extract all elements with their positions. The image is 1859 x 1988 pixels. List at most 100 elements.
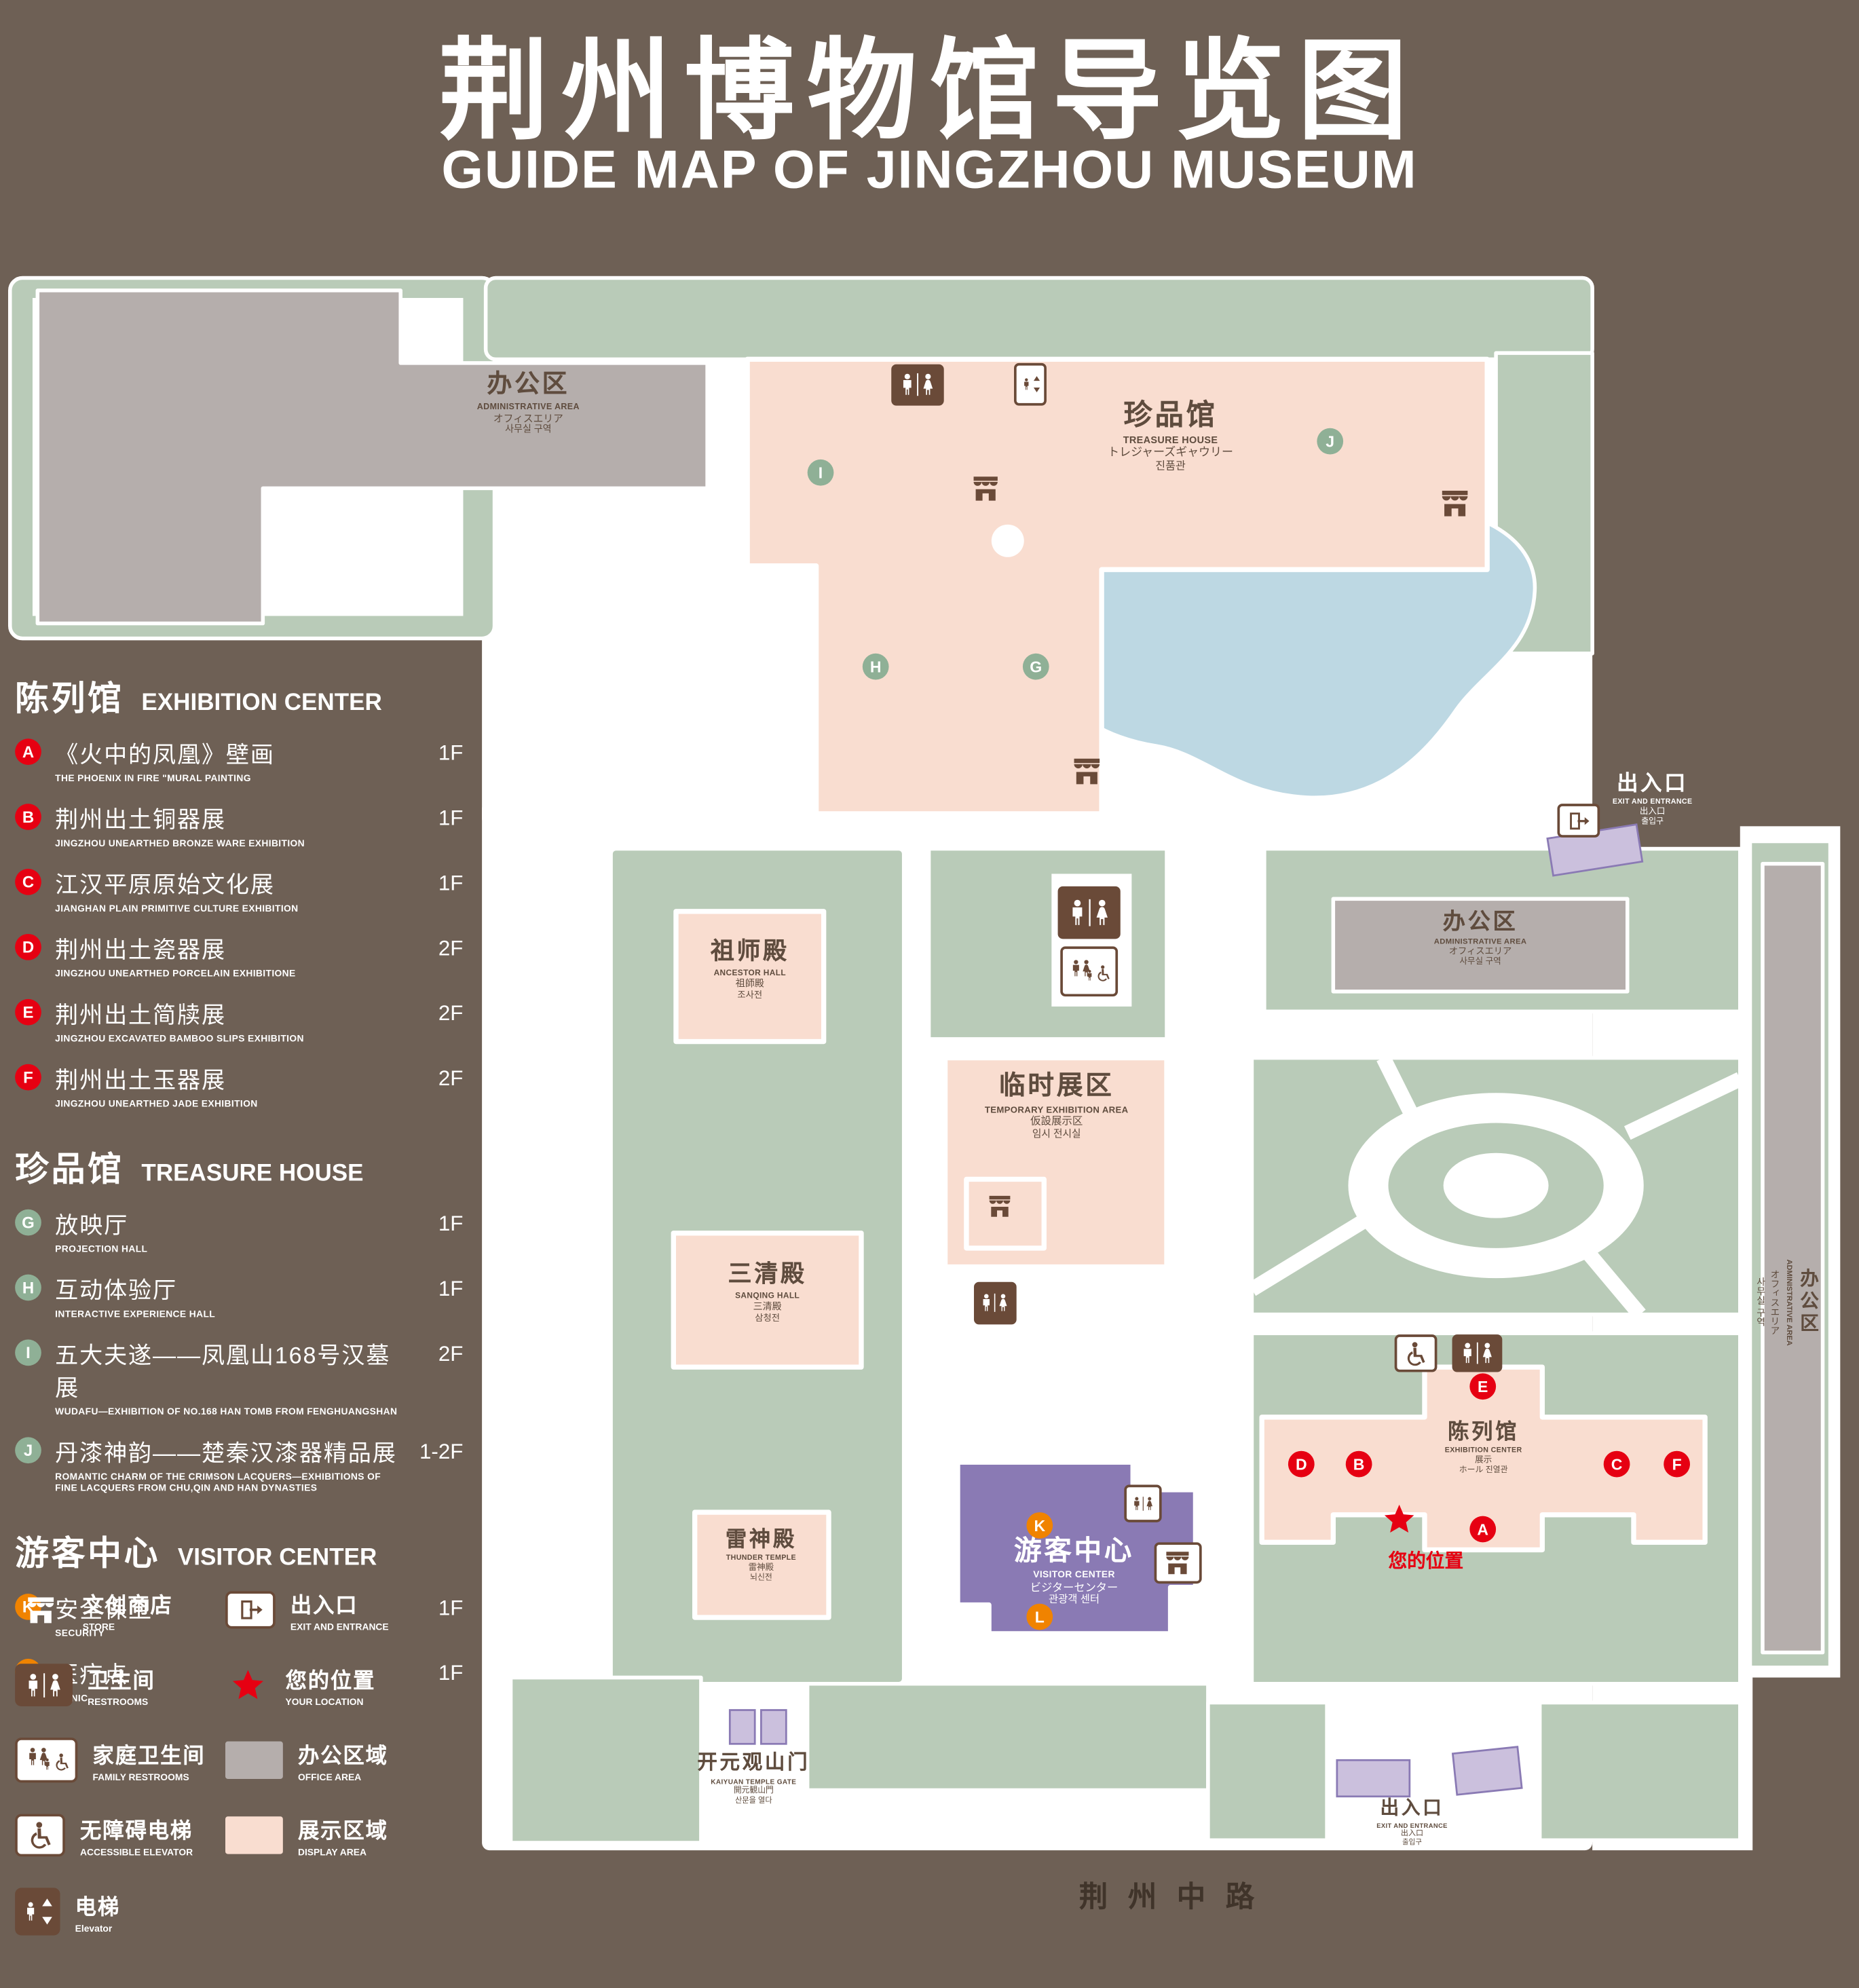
legend-item-zh: 江汉平原原始文化展 [55,871,275,898]
legend-item-zh: 放映厅 [55,1212,129,1239]
legend-letter-badge: F [15,1064,41,1091]
exit-icon [1557,804,1600,838]
legend-item-d: D 荆州出土瓷器展 JINGZHOU UNEARTHED PORCELAIN E… [15,933,483,979]
legend-item-floor: 1F [438,1212,464,1236]
restroom-icon [15,1664,73,1706]
map-marker-b: B [1345,1450,1372,1478]
your-location-star-icon [1380,1500,1420,1540]
map-marker-h: H [862,653,889,680]
restroom-icon [891,364,944,406]
restroom-icon [1057,886,1121,939]
building-sanqing-hall [671,1231,864,1370]
display-area-swatch [225,1816,283,1854]
legend-item-i: I 五大夫遂——凤凰山168号汉墓展 WUDAFU—EXHIBITION OF … [15,1338,483,1417]
legend: 陈列馆 EXHIBITION CENTER A 《火中的凤凰》壁画 THE PH… [15,671,483,1723]
legend-section-exhibition-center: 陈列馆 EXHIBITION CENTER [15,671,483,720]
map-marker-d: D [1288,1450,1315,1478]
treasure-fountain [991,524,1024,557]
legend-item-c: C 江汉平原原始文化展 JIANGHAN PLAIN PRIMITIVE CUL… [15,867,483,914]
legend-item-zh: 荆州出土铜器展 [55,806,226,833]
legend-item-a: A 《火中的凤凰》壁画 THE PHOENIX IN FIRE "MURAL P… [15,737,483,784]
exit-icon [225,1591,276,1629]
legend-item-floor: 1-2F [419,1440,464,1464]
legend-letter-badge: D [15,933,41,960]
legend-item-floor: 1F [438,806,464,830]
gate-pillar-left [728,1709,756,1745]
building-exhibition-center [1259,1364,1708,1553]
family-restroom-icon [15,1738,78,1783]
accessible-elevator-icon [1394,1334,1438,1372]
legend-item-g: G 放映厅 PROJECTION HALL 1F [15,1208,483,1254]
elevator-icon [1013,362,1047,406]
legend-section-title-zh: 珍品馆 [15,1150,124,1188]
store-icon [1154,1542,1202,1584]
legend-item-zh: 荆州出土玉器展 [55,1066,226,1093]
legend-item-en: WUDAFU—EXHIBITION OF NO.168 HAN TOMB FRO… [55,1406,398,1417]
garden-path-3 [1376,1054,1422,1124]
legend-item-zh: 《火中的凤凰》壁画 [55,740,275,768]
legend-section-title-en: VISITOR CENTER [177,1545,377,1571]
map-marker-e: E [1469,1373,1497,1400]
legend-item-e: E 荆州出土简牍展 JINGZHOU EXCAVATED BAMBOO SLIP… [15,998,483,1044]
legend-section-title-en: TREASURE HOUSE [141,1160,364,1187]
legend-letter-badge: E [15,998,41,1026]
legend-section-title-zh: 陈列馆 [15,679,124,717]
legend-item-floor: 1F [438,1661,464,1685]
building-thunder-temple [692,1509,831,1620]
store-icon [15,1589,67,1632]
building-ancestor-hall [673,909,827,1045]
entrance-structure-south-2 [1451,1746,1523,1796]
legend-section-treasure-house: 珍品馆 TREASURE HOUSE [15,1142,483,1190]
legend-letter-badge: C [15,869,41,895]
legend-section-title-zh: 游客中心 [15,1535,161,1573]
legend-item-zh: 安全保卫 [55,1596,153,1623]
legend-item-b: B 荆州出土铜器展 JINGZHOU UNEARTHED BRONZE WARE… [15,802,483,849]
map-marker-g: G [1022,653,1049,680]
building-admin-top-left [35,288,709,626]
legend-item-floor: 2F [438,936,464,960]
map-marker-a: A [1469,1516,1497,1543]
legend-item-en: JINGZHOU UNEARTHED JADE EXHIBITION [55,1098,258,1110]
store-icon [1429,483,1480,525]
legend-letter-badge: H [15,1274,41,1301]
garden-island [1443,1152,1549,1218]
your-location-star-icon [225,1664,270,1706]
garden-path-4 [1581,1247,1646,1319]
garden-path-1 [1247,1214,1369,1296]
legend-item-floor: 1F [438,871,464,895]
green-block-gate-right [805,1682,1210,1793]
map-marker-c: C [1603,1450,1630,1478]
green-block-gate-left [508,1675,703,1845]
legend-letter-badge: J [15,1437,41,1464]
legend-item-en: JINGZHOU UNEARTHED PORCELAIN EXHIBITIONE [55,967,296,979]
map-marker-i: I [807,459,834,486]
store-icon [962,470,1009,508]
building-admin-right [1761,861,1825,1655]
legend-item-en: INTERACTIVE EXPERIENCE HALL [55,1308,216,1320]
legend-item-h: H 互动体验厅 INTERACTIVE EXPERIENCE HALL 1F [15,1273,483,1319]
legend-item-en: JIANGHAN PLAIN PRIMITIVE CULTURE EXHIBIT… [55,902,299,914]
building-admin-mid [1331,897,1630,994]
office-area-swatch [225,1741,283,1779]
garden-path-2 [1624,1072,1744,1140]
store-icon [1062,751,1112,793]
legend-item-zh: 五大夫遂——凤凰山168号汉墓展 [55,1342,391,1401]
legend-item-floor: 2F [438,1066,464,1091]
legend-item-en: JINGZHOU EXCAVATED BAMBOO SLIPS EXHIBITI… [55,1032,304,1045]
